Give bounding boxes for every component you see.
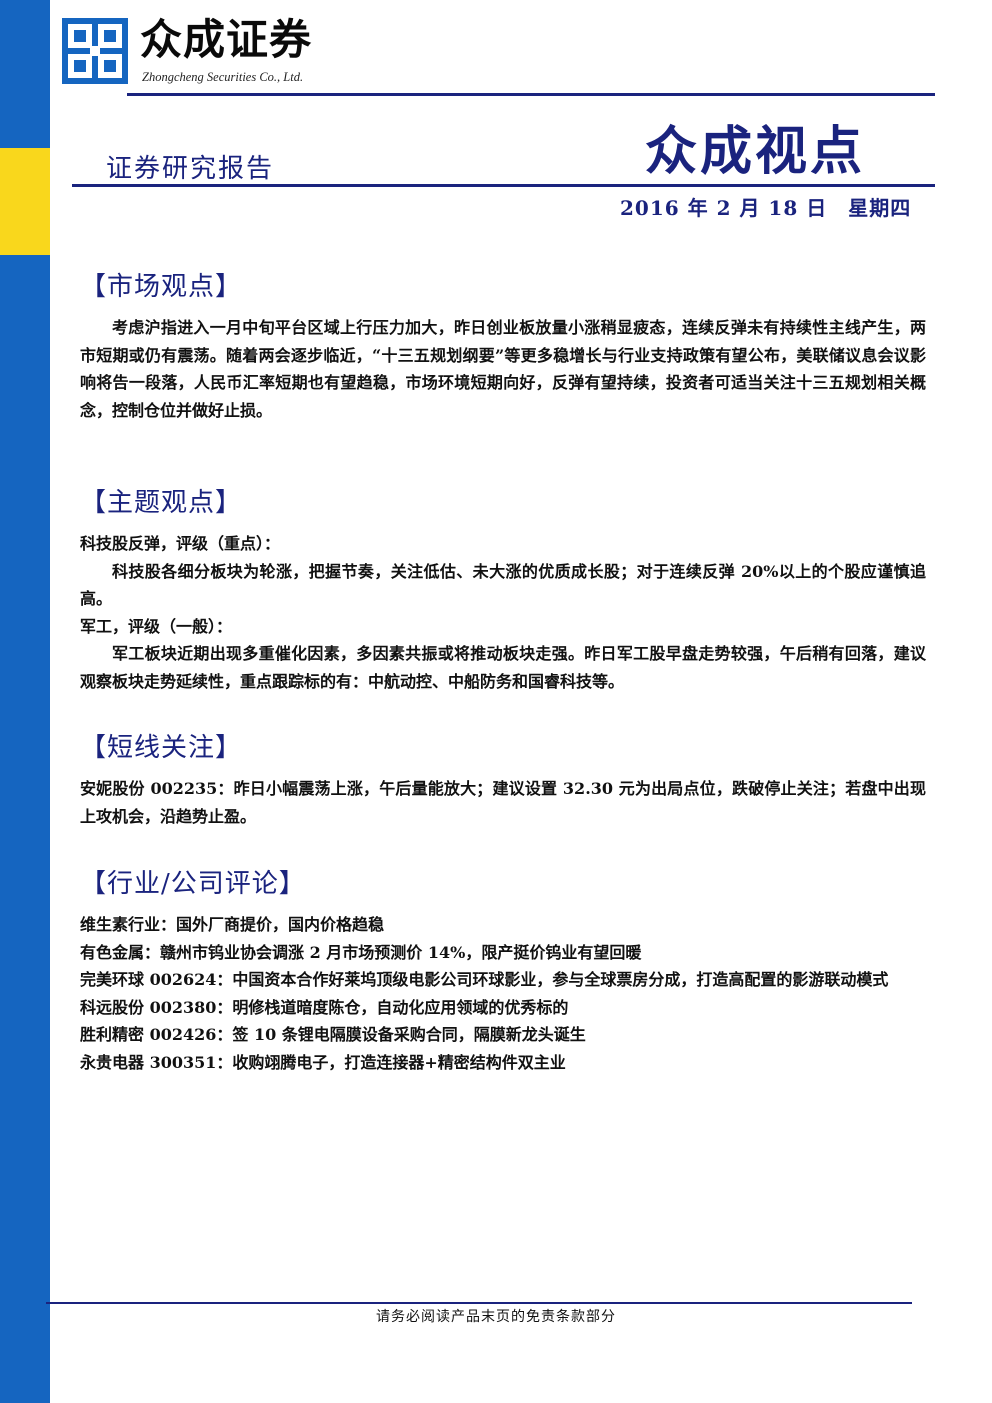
- report-title: 众成视点: [645, 121, 866, 182]
- list-item: 维生素行业：国外厂商提价，国内价格趋稳: [80, 915, 385, 934]
- brand-name-en: Zhongcheng Securities Co., Ltd.: [142, 70, 304, 84]
- list-item: 胜利精密 002426：签 10 条锂电隔膜设备采购合同，隔膜新龙头诞生: [80, 1025, 586, 1044]
- list-item: 永贵电器 300351：收购翊腾电子，打造连接器+精密结构件双主业: [80, 1052, 566, 1072]
- industry-list: 维生素行业：国外厂商提价，国内价格趋稳 有色金属：赣州市钨业协会调涨 2 月市场…: [80, 911, 926, 1076]
- left-color-bar: [0, 0, 50, 1403]
- brand-name-cn: 众成证券: [140, 15, 313, 64]
- list-item: 有色金属：赣州市钨业协会调涨 2 月市场预测价 14%，限产挺价钨业有望回暖: [80, 942, 642, 962]
- theme-item-title: 军工，评级（一般）：: [80, 616, 233, 636]
- theme-item-title: 科技股反弹，评级（重点）：: [80, 534, 281, 553]
- header-divider-top: [127, 93, 935, 96]
- section-heading-theme: 【主题观点】: [80, 488, 243, 518]
- section-heading-market: 【市场观点】: [80, 272, 243, 302]
- market-paragraph: 考虑沪指进入一月中旬平台区域上行压力加大，昨日创业板放量小涨稍显疲态，连续反弹未…: [80, 318, 926, 420]
- company-logo-icon: [62, 18, 128, 84]
- theme-block: 科技股反弹，评级（重点）： 科技股各细分板块为轮涨，把握节奏，关注低估、未大涨的…: [80, 530, 926, 695]
- section-heading-industry: 【行业/公司评论】: [80, 869, 306, 899]
- theme-item-text: 科技股各细分板块为轮涨，把握节奏，关注低估、未大涨的优质成长股；对于连续反弹 2…: [80, 561, 926, 609]
- header-divider: [72, 184, 935, 187]
- footer-disclaimer: 请务必阅读产品末页的免责条款部分: [376, 1309, 616, 1325]
- short-term-paragraph: 安妮股份 002235：昨日小幅震荡上涨，午后量能放大；建议设置 32.30 元…: [80, 779, 926, 826]
- left-color-bar-accent: [0, 148, 50, 255]
- section-heading-short-term: 【短线关注】: [80, 733, 243, 763]
- footer-divider: [46, 1302, 912, 1304]
- theme-item-text: 军工板块近期出现多重催化因素，多因素共振或将推动板块走强。昨日军工股早盘走势较强…: [80, 644, 926, 691]
- report-type-label: 证券研究报告: [106, 154, 275, 184]
- report-date: 2016 年 2 月 18 日 星期四: [620, 196, 912, 220]
- list-item: 科远股份 002380：明修栈道暗度陈仓，自动化应用领域的优秀标的: [80, 997, 569, 1017]
- list-item: 完美环球 002624：中国资本合作好莱坞顶级电影公司环球影业，参与全球票房分成…: [80, 970, 889, 989]
